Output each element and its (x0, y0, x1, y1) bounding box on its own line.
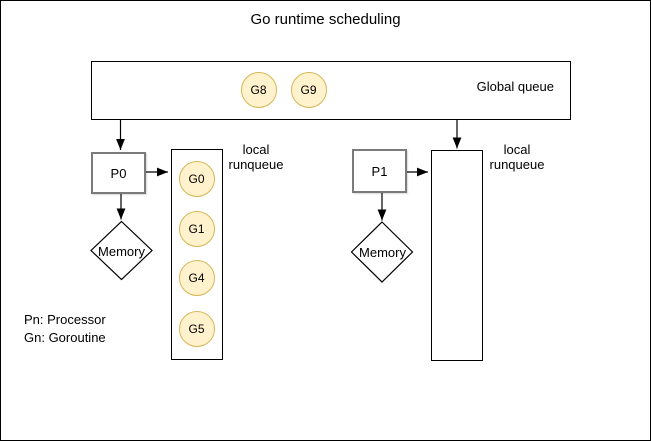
goroutine-g0: G0 (178, 161, 215, 197)
global-queue-box (91, 61, 571, 120)
processor-p1: P1 (352, 149, 407, 193)
legend-processor: Pn: Processor (24, 312, 106, 327)
local-runqueue-label-p1: local runqueue (482, 142, 552, 172)
goroutine-g4: G4 (178, 260, 215, 296)
legend-goroutine: Gn: Goroutine (24, 330, 106, 345)
memory-label-p1: Memory (359, 245, 406, 260)
processor-p0: P0 (91, 152, 146, 194)
goroutine-g9: G9 (290, 71, 327, 108)
memory-label-p0: Memory (98, 244, 145, 259)
goroutine-g8: G8 (240, 71, 277, 108)
local-runqueue-label-p0: local runqueue (221, 142, 291, 172)
diagram-title: Go runtime scheduling (250, 11, 401, 28)
local-runqueue-label-line2: runqueue (489, 157, 545, 172)
goroutine-g1: G1 (178, 211, 215, 247)
goroutine-g5: G5 (178, 311, 215, 347)
global-queue-label: Global queue (476, 79, 554, 94)
local-runqueue-label-line1: local (503, 142, 531, 157)
local-runqueue-label-line2: runqueue (228, 157, 284, 172)
local-runqueue-label-line1: local (242, 142, 270, 157)
local-runqueue-p1 (431, 150, 483, 361)
